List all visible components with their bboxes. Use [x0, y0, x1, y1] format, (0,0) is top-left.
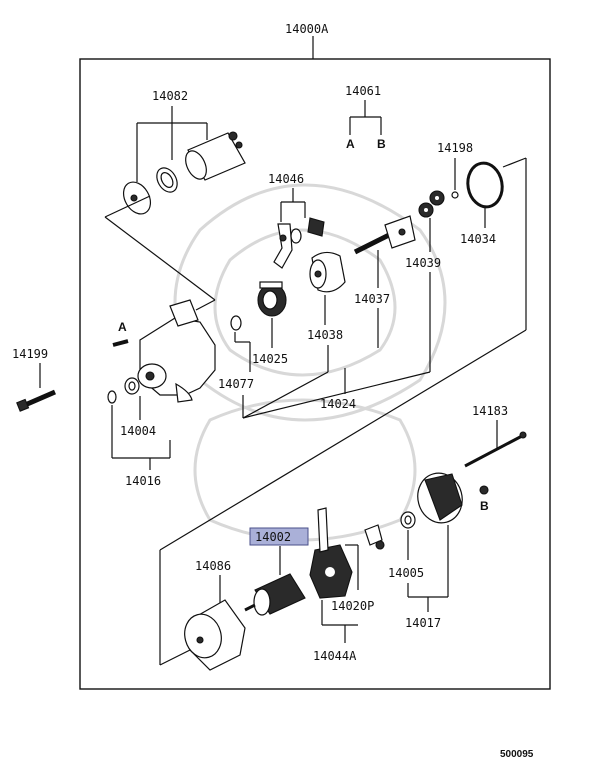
solenoid-seal-ring[interactable] — [153, 164, 182, 196]
label-14038[interactable]: 14038 — [307, 328, 343, 342]
label-14061[interactable]: 14061 — [345, 84, 381, 98]
label-14199[interactable]: 14199 — [12, 347, 48, 361]
label-14024[interactable]: 14024 — [320, 397, 356, 411]
label-14183[interactable]: 14183 — [472, 404, 508, 418]
yoke-assembly[interactable] — [180, 599, 246, 671]
label-ref-b-top: B — [377, 137, 386, 151]
label-14077[interactable]: 14077 — [218, 377, 254, 391]
diagram-code: 500095 — [500, 749, 534, 760]
armature[interactable] — [244, 573, 306, 616]
housing-bolt-a[interactable] — [112, 339, 129, 347]
label-14016[interactable]: 14016 — [125, 474, 161, 488]
label-14034[interactable]: 14034 — [460, 232, 496, 246]
solenoid-plate[interactable] — [118, 177, 156, 218]
label-14037[interactable]: 14037 — [354, 292, 390, 306]
rear-bushing[interactable] — [400, 511, 416, 529]
label-14020p[interactable]: 14020P — [331, 599, 374, 613]
label-14002[interactable]: 14002 — [255, 530, 291, 544]
pinion-gear[interactable] — [257, 281, 287, 317]
label-14044a[interactable]: 14044A — [313, 649, 357, 663]
label-14086[interactable]: 14086 — [195, 559, 231, 573]
lever-packing[interactable] — [307, 217, 325, 237]
brush-spring[interactable] — [364, 524, 385, 550]
small-washer[interactable] — [451, 191, 459, 199]
front-housing[interactable] — [137, 299, 216, 403]
label-14005[interactable]: 14005 — [388, 566, 424, 580]
brush-holder[interactable] — [309, 507, 353, 599]
solenoid-switch[interactable] — [182, 131, 246, 182]
label-14039[interactable]: 14039 — [405, 256, 441, 270]
label-14000a[interactable]: 14000A — [285, 22, 329, 36]
label-14004[interactable]: 14004 — [120, 424, 156, 438]
label-ref-b-bracket: B — [480, 499, 489, 513]
label-14025[interactable]: 14025 — [252, 352, 288, 366]
shift-lever[interactable] — [273, 223, 293, 269]
snap-ring[interactable] — [230, 315, 242, 331]
label-14082[interactable]: 14082 — [152, 89, 188, 103]
lever-spring[interactable] — [290, 228, 302, 244]
bushing-14004[interactable] — [124, 377, 140, 395]
o-ring-14034[interactable] — [464, 160, 505, 209]
planetary-gears[interactable] — [418, 190, 445, 218]
label-14017[interactable]: 14017 — [405, 616, 441, 630]
highlight-14002 — [249, 527, 309, 546]
label-ref-a-top: A — [346, 137, 355, 151]
label-14198[interactable]: 14198 — [437, 141, 473, 155]
overrunning-clutch[interactable] — [309, 251, 346, 293]
label-ref-a-housing: A — [118, 320, 127, 334]
pinion-shaft[interactable] — [353, 215, 416, 255]
rear-bracket[interactable] — [412, 468, 467, 528]
bracket-screw-b[interactable] — [479, 485, 489, 495]
label-14046[interactable]: 14046 — [268, 172, 304, 186]
long-through-bolt[interactable] — [464, 431, 527, 468]
bushing-small[interactable] — [107, 390, 117, 404]
through-bolt[interactable] — [16, 389, 56, 412]
assembly-frame — [79, 58, 551, 690]
